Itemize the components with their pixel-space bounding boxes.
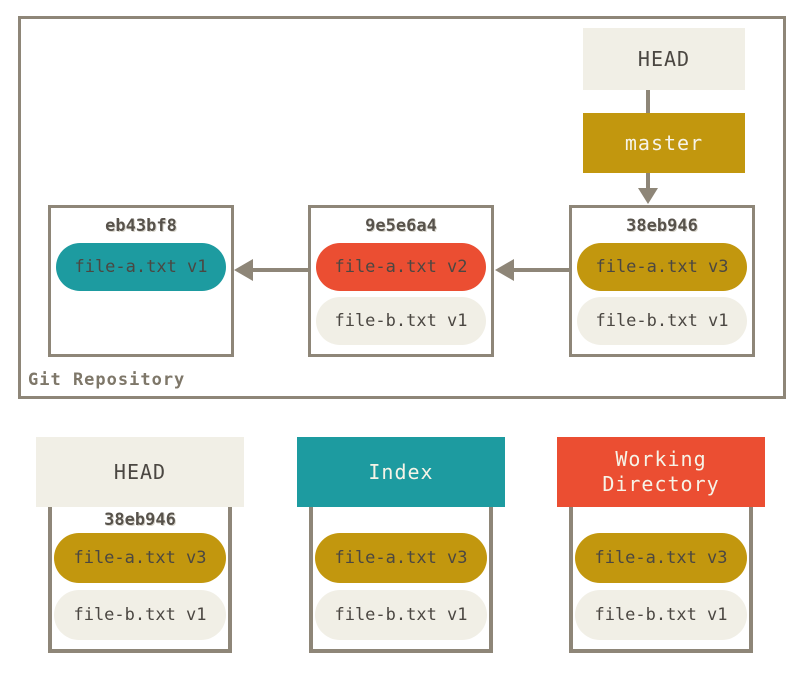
master-branch-box: master xyxy=(583,113,745,173)
file-pill-a-v3: file-a.txt v3 xyxy=(577,243,747,291)
tree-header-label: Index xyxy=(368,459,434,484)
commit-hash: 38eb946 xyxy=(626,216,698,236)
tree-contents-head: 38eb946 file-a.txt v3 file-b.txt v1 xyxy=(48,507,232,653)
parent-link-line-3to2 xyxy=(513,268,569,272)
file-pill-b-v1: file-b.txt v1 xyxy=(316,297,486,345)
tree-header-working-directory: Working Directory xyxy=(557,437,765,507)
file-pill-a-v2: file-a.txt v2 xyxy=(316,243,486,291)
parent-link-arrowhead-icon xyxy=(234,259,253,281)
parent-link-arrowhead-icon xyxy=(495,259,514,281)
tree-header-head: HEAD xyxy=(36,437,244,507)
file-pill-a-v3: file-a.txt v3 xyxy=(315,533,487,583)
master-branch-label: master xyxy=(624,131,704,155)
parent-link-line-2to1 xyxy=(252,268,308,272)
commit-box-eb43bf8: eb43bf8 file-a.txt v1 xyxy=(48,205,234,357)
file-pill-b-v1: file-b.txt v1 xyxy=(575,590,747,640)
commit-box-9e5e6a4: 9e5e6a4 file-a.txt v2 file-b.txt v1 xyxy=(308,205,494,357)
file-pill-b-v1: file-b.txt v1 xyxy=(577,297,747,345)
master-to-commit-line xyxy=(646,173,650,189)
file-pill-a-v3: file-a.txt v3 xyxy=(54,533,226,583)
tree-header-label: HEAD xyxy=(113,459,167,484)
file-pill-b-v1: file-b.txt v1 xyxy=(54,590,226,640)
git-repository-container xyxy=(18,16,786,399)
file-pill-a-v1: file-a.txt v1 xyxy=(56,243,226,291)
commit-hash: eb43bf8 xyxy=(105,216,177,236)
tree-contents-index: file-a.txt v3 file-b.txt v1 xyxy=(309,507,493,653)
head-to-master-line xyxy=(646,90,650,113)
tree-contents-working-directory: file-a.txt v3 file-b.txt v1 xyxy=(569,507,753,653)
commit-box-38eb946: 38eb946 file-a.txt v3 file-b.txt v1 xyxy=(569,205,755,357)
master-to-commit-arrowhead-icon xyxy=(638,188,658,204)
git-repository-label: Git Repository xyxy=(28,370,186,390)
head-pointer-label: HEAD xyxy=(637,47,691,71)
tree-header-index: Index xyxy=(297,437,505,507)
file-pill-a-v3: file-a.txt v3 xyxy=(575,533,747,583)
commit-hash: 9e5e6a4 xyxy=(365,216,437,236)
file-pill-b-v1: file-b.txt v1 xyxy=(315,590,487,640)
tree-commit-hash: 38eb946 xyxy=(104,510,176,530)
head-pointer-box: HEAD xyxy=(583,28,745,90)
tree-header-label: Working Directory xyxy=(602,447,720,496)
